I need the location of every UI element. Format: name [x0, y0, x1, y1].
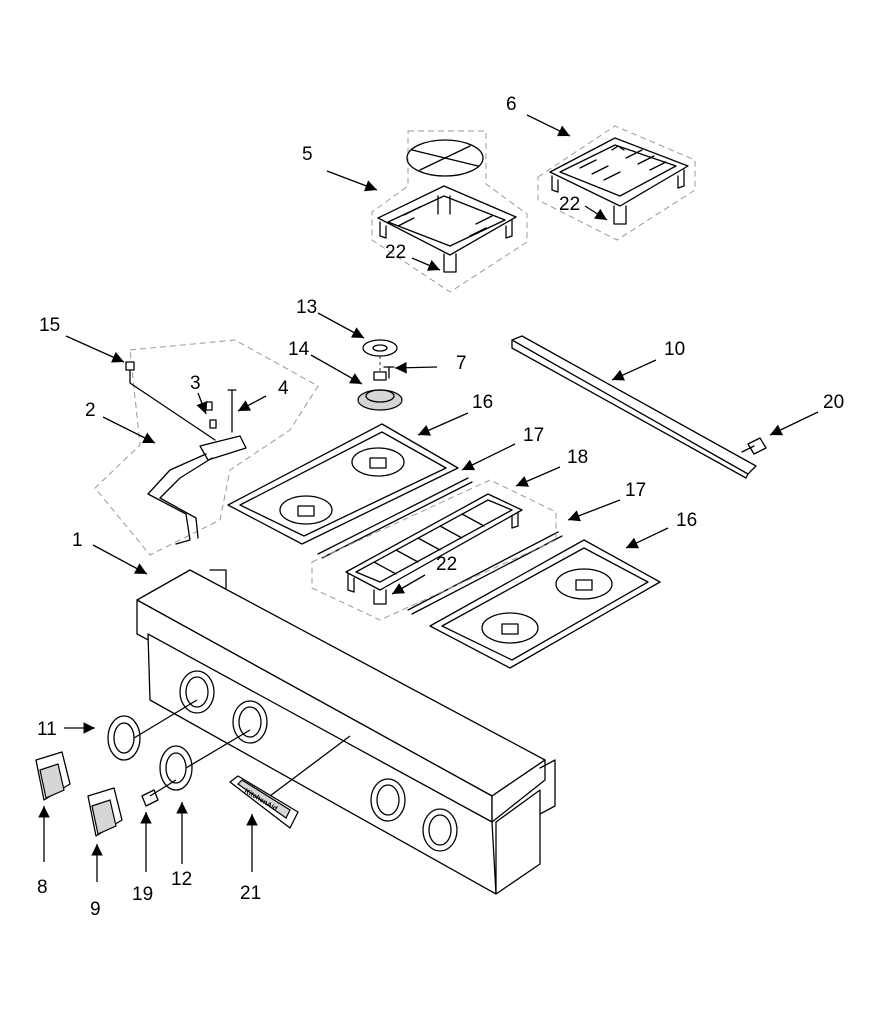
- burner-tray-right: [429, 539, 661, 669]
- callout-4: 4: [278, 378, 289, 399]
- grate-with-wok-ring: [371, 130, 528, 293]
- callout-19: 19: [132, 884, 153, 905]
- callout-9: 9: [90, 899, 101, 920]
- callout-22-left: 22: [385, 242, 406, 263]
- nameplate: KitchenAid: [229, 775, 299, 829]
- callout-22-right: 22: [559, 194, 580, 215]
- callout-1: 1: [72, 530, 83, 551]
- callout-17-bottom: 17: [625, 480, 646, 501]
- callout-10: 10: [664, 339, 685, 360]
- knob-bezels: [107, 715, 193, 791]
- burner-grate: [537, 125, 696, 241]
- rear-rail: [511, 335, 757, 479]
- callout-6: 6: [506, 94, 517, 115]
- callout-3: 3: [190, 373, 201, 394]
- callout-14: 14: [288, 339, 310, 360]
- callout-15: 15: [39, 315, 60, 336]
- callout-16-top: 16: [472, 392, 493, 413]
- callout-16-bottom: 16: [676, 510, 697, 531]
- control-knobs: [35, 751, 123, 837]
- callout-5: 5: [302, 144, 313, 165]
- leader-lines: [38, 114, 819, 882]
- callout-labels: 1 2 3 4 5 6 7 8 9 10 11 12 13 14 15 16 1…: [37, 94, 844, 920]
- burner-assembly: [357, 339, 403, 411]
- rail-screw: [741, 437, 767, 455]
- burner-tray-left: [227, 423, 459, 545]
- center-grate: [311, 479, 557, 621]
- callout-20: 20: [823, 392, 844, 413]
- callout-17-top: 17: [523, 425, 544, 446]
- control-panel-housing: [136, 569, 556, 895]
- callout-11: 11: [37, 719, 57, 740]
- callout-18: 18: [567, 447, 588, 468]
- callout-13: 13: [296, 297, 317, 318]
- seal-strips: [317, 477, 563, 615]
- callout-22-center: 22: [436, 554, 457, 575]
- callout-21: 21: [240, 883, 261, 904]
- callout-7: 7: [456, 353, 467, 374]
- callout-8: 8: [37, 877, 48, 898]
- callout-2: 2: [85, 400, 96, 421]
- callout-12: 12: [171, 869, 192, 890]
- ignition-harness: [94, 339, 319, 556]
